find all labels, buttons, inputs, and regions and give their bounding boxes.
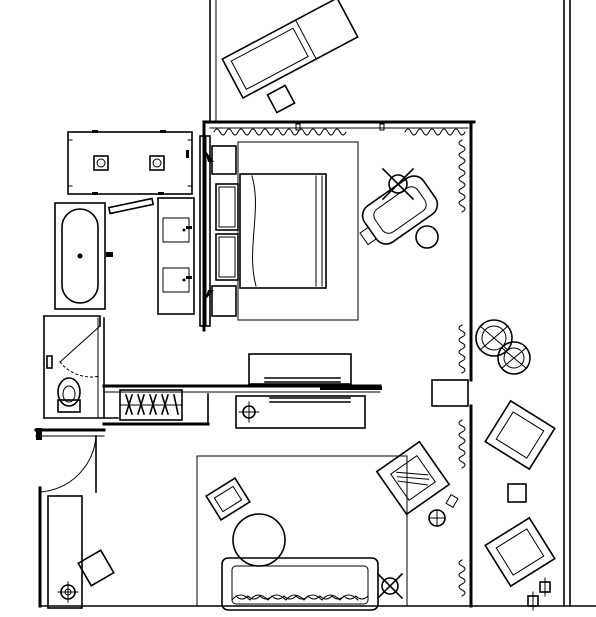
living-room-rug: [196, 455, 408, 607]
potted-plants: [475, 319, 531, 375]
terrace-upper: [221, 0, 359, 114]
wc-room: [43, 315, 119, 419]
exterior-walls: [39, 0, 596, 607]
bedroom-walls: [202, 120, 476, 382]
terrace-right: [475, 319, 556, 611]
bedroom-side-table: [415, 225, 439, 249]
living-armchair-right: [375, 440, 451, 516]
sofa: [221, 557, 379, 611]
sun-lounger: [221, 0, 359, 100]
sofa-lamp: [376, 572, 404, 600]
living-armchair-left: [205, 477, 251, 521]
bathtub: [54, 202, 113, 310]
terrace-side-table: [507, 483, 527, 503]
bed: [211, 145, 327, 317]
side-table: [266, 84, 296, 114]
wall-pier: [431, 379, 469, 407]
floor-lamp: [381, 167, 415, 201]
terrace-chair-upper: [484, 399, 556, 471]
terrace-chair-lower: [484, 516, 556, 588]
double-vanity: [157, 197, 195, 315]
living-floor-lamp: [428, 493, 459, 527]
closet: [102, 384, 382, 426]
bedroom-armchair: [359, 175, 439, 246]
entry-chair: [77, 549, 115, 587]
tv-console: [235, 353, 382, 429]
desk-lamp: [238, 401, 260, 423]
living-right-wall: [406, 404, 473, 608]
glass-door: [107, 197, 155, 215]
terrace-lanterns: [527, 577, 551, 611]
entry-lamp: [57, 581, 79, 603]
bedroom-rug: [237, 141, 359, 321]
entry: [34, 428, 115, 609]
vanity-room: [67, 130, 193, 195]
headboard-panel: [199, 135, 214, 327]
toilet: [57, 377, 81, 413]
